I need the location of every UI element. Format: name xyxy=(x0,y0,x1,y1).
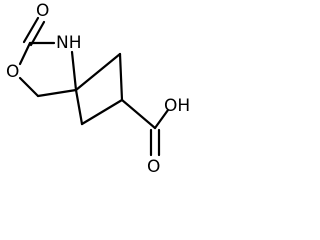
structure-diagram: O NH O OH O xyxy=(6,1,190,177)
cyclobutane-bond-top xyxy=(74,52,122,92)
carbonyl-double-bond-a xyxy=(22,16,40,44)
cyclobutane-bond-left xyxy=(74,88,84,126)
bond-ch2-spiro xyxy=(36,88,78,98)
cyclobutane-bond-bottom xyxy=(80,98,124,126)
molecule-drawing: O NH O OH O xyxy=(6,1,190,177)
cyclobutane-bond-right xyxy=(118,52,124,102)
carbonyl-double-bond-b xyxy=(29,20,46,47)
atom-ring-oxygen: O xyxy=(6,62,19,82)
atom-carboxyl-oxygen: O xyxy=(147,157,160,177)
atom-carbonyl-oxygen: O xyxy=(36,1,49,21)
bond-nitrogen-spiro xyxy=(70,50,78,92)
atom-carboxyl-oh: OH xyxy=(164,96,190,116)
bond-carbonyl-ring-oxygen xyxy=(18,41,32,66)
bond-ring-carboxyl xyxy=(120,98,157,130)
atom-nitrogen-h: NH xyxy=(56,33,82,53)
bond-ring-oxygen-ch2 xyxy=(18,76,40,98)
bond-carboxyl-oh xyxy=(153,108,170,130)
